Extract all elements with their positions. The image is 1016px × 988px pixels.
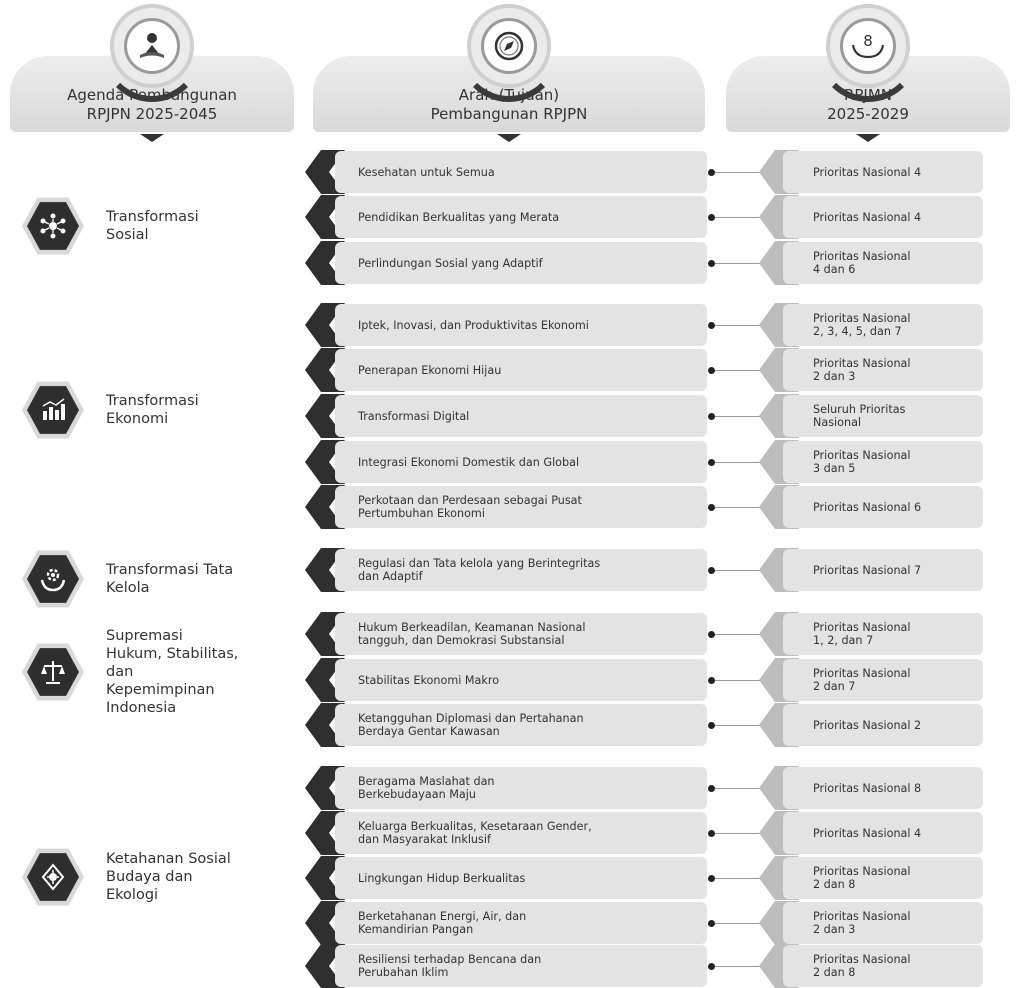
- priority-text: Prioritas Nasional 4: [813, 826, 922, 840]
- agenda-ketahanan-sosial: Ketahanan Sosial Budaya dan Ekologi: [22, 846, 231, 908]
- agenda-label: Ketahanan Sosial Budaya dan Ekologi: [106, 851, 231, 903]
- goal-text: Keluarga Berkualitas, Kesetaraan Gender,…: [358, 820, 592, 846]
- agenda-label: Transformasi Ekonomi: [106, 393, 199, 427]
- goal-row: Berketahanan Energi, Air, dan Kemandiria…: [305, 901, 1005, 945]
- goal-text: Regulasi dan Tata kelola yang Berintegri…: [358, 557, 601, 583]
- goal-text: Kesehatan untuk Semua: [358, 165, 495, 179]
- connector-dot: [708, 875, 715, 882]
- network-people-icon: [40, 213, 66, 239]
- goal-row: Kesehatan untuk Semua Prioritas Nasional…: [305, 150, 1005, 194]
- goal-row: Transformasi Digital Seluruh Prioritas N…: [305, 394, 1005, 438]
- goal-text: Resiliensi terhadap Bencana dan Perubaha…: [358, 953, 542, 979]
- header-rpjmn-pointer: [856, 134, 880, 142]
- header-agenda: Agenda Pembangunan RPJPN 2025-2045: [10, 0, 294, 150]
- connector-dot: [708, 963, 715, 970]
- priority-text: Prioritas Nasional 4: [813, 165, 922, 179]
- goal-text: Pendidikan Berkualitas yang Merata: [358, 210, 560, 224]
- goal-text: Perlindungan Sosial yang Adaptif: [358, 256, 543, 270]
- connector-dot: [708, 785, 715, 792]
- header-rpjmn-arc: [817, 0, 919, 102]
- header-agenda-pointer: [140, 134, 164, 142]
- agenda-supremasi-hukum: Supremasi Hukum, Stabilitas, dan Kepemim…: [22, 627, 238, 717]
- priority-text: Prioritas Nasional 7: [813, 563, 922, 577]
- goal-text: Perkotaan dan Perdesaan sebagai Pusat Pe…: [358, 494, 582, 520]
- goal-text: Beragama Maslahat dan Berkebudayaan Maju: [358, 775, 495, 801]
- bar-chart-icon: [42, 398, 65, 420]
- goal-row: Resiliensi terhadap Bencana dan Perubaha…: [305, 944, 1005, 988]
- header-agenda-arc: [101, 0, 203, 102]
- connector-dot: [708, 631, 715, 638]
- connector-dot: [708, 722, 715, 729]
- connector-dot: [708, 169, 715, 176]
- goal-row: Ketangguhan Diplomasi dan Pertahanan Ber…: [305, 703, 1005, 747]
- connector-dot: [708, 567, 715, 574]
- goal-text: Stabilitas Ekonomi Makro: [358, 673, 500, 687]
- goal-text: Penerapan Ekonomi Hijau: [358, 363, 502, 377]
- agenda-label: Supremasi Hukum, Stabilitas, dan Kepemim…: [106, 628, 239, 716]
- connector-dot: [708, 677, 715, 684]
- goal-row: Beragama Maslahat dan Berkebudayaan Maju…: [305, 766, 1005, 810]
- connector-dot: [708, 830, 715, 837]
- connector-dot: [708, 920, 715, 927]
- agenda-transformasi-tata-kelola: Transformasi Tata Kelola: [22, 548, 233, 610]
- priority-text: Prioritas Nasional 2, 3, 4, 5, dan 7: [813, 312, 911, 338]
- priority-text: Prioritas Nasional 2: [813, 718, 922, 732]
- priority-text: Prioritas Nasional 2 dan 8: [813, 953, 911, 979]
- header-arah-arc: [458, 0, 560, 102]
- connector-dot: [708, 367, 715, 374]
- priority-text: Seluruh Prioritas Nasional: [813, 403, 906, 429]
- goal-text: Berketahanan Energi, Air, dan Kemandiria…: [358, 910, 527, 936]
- scales-icon: [41, 661, 65, 684]
- goal-row: Penerapan Ekonomi Hijau Prioritas Nasion…: [305, 348, 1005, 392]
- ornament-icon: [41, 863, 65, 891]
- goal-row: Keluarga Berkualitas, Kesetaraan Gender,…: [305, 811, 1005, 855]
- goal-text: Iptek, Inovasi, dan Produktivitas Ekonom…: [358, 318, 589, 332]
- connector-dot: [708, 260, 715, 267]
- header-arah-pointer: [497, 134, 521, 142]
- priority-text: Prioritas Nasional 3 dan 5: [813, 449, 911, 475]
- goal-row: Pendidikan Berkualitas yang Merata Prior…: [305, 195, 1005, 239]
- goal-text: Ketangguhan Diplomasi dan Pertahanan Ber…: [358, 712, 584, 738]
- connector-dot: [708, 459, 715, 466]
- priority-text: Prioritas Nasional 4 dan 6: [813, 250, 911, 276]
- goal-row: Integrasi Ekonomi Domestik dan Global Pr…: [305, 440, 1005, 484]
- priority-text: Prioritas Nasional 8: [813, 781, 922, 795]
- goal-row: Hukum Berkeadilan, Keamanan Nasional tan…: [305, 612, 1005, 656]
- connector-dot: [708, 214, 715, 221]
- header-rpjmn: 8 RPJMN 2025-2029: [726, 0, 1010, 150]
- goal-row: Iptek, Inovasi, dan Produktivitas Ekonom…: [305, 303, 1005, 347]
- goal-row: Lingkungan Hidup Berkualitas Prioritas N…: [305, 856, 1005, 900]
- hand-gear-icon: [40, 568, 66, 592]
- priority-text: Prioritas Nasional 2 dan 7: [813, 667, 911, 693]
- goal-text: Hukum Berkeadilan, Keamanan Nasional tan…: [358, 621, 586, 647]
- priority-text: Prioritas Nasional 2 dan 8: [813, 865, 911, 891]
- goal-row: Perkotaan dan Perdesaan sebagai Pusat Pe…: [305, 485, 1005, 529]
- connector-dot: [708, 322, 715, 329]
- goal-text: Integrasi Ekonomi Domestik dan Global: [358, 455, 580, 469]
- priority-text: Prioritas Nasional 6: [813, 500, 922, 514]
- agenda-label: Transformasi Sosial: [106, 209, 199, 243]
- goal-text: Lingkungan Hidup Berkualitas: [358, 871, 526, 885]
- goal-row: Perlindungan Sosial yang Adaptif Priorit…: [305, 241, 1005, 285]
- goal-row: Regulasi dan Tata kelola yang Berintegri…: [305, 548, 1005, 592]
- priority-text: Prioritas Nasional 4: [813, 210, 922, 224]
- agenda-label: Transformasi Tata Kelola: [106, 562, 234, 596]
- header-arah: Arah (Tujuan) Pembangunan RPJPN: [313, 0, 705, 150]
- goal-text: Transformasi Digital: [358, 409, 470, 423]
- priority-text: Prioritas Nasional 1, 2, dan 7: [813, 621, 911, 647]
- connector-dot: [708, 413, 715, 420]
- priority-text: Prioritas Nasional 2 dan 3: [813, 910, 911, 936]
- connector-dot: [708, 504, 715, 511]
- goal-row: Stabilitas Ekonomi Makro Prioritas Nasio…: [305, 658, 1005, 702]
- priority-text: Prioritas Nasional 2 dan 3: [813, 357, 911, 383]
- agenda-transformasi-sosial: Transformasi Sosial: [22, 195, 199, 257]
- agenda-transformasi-ekonomi: Transformasi Ekonomi: [22, 379, 199, 441]
